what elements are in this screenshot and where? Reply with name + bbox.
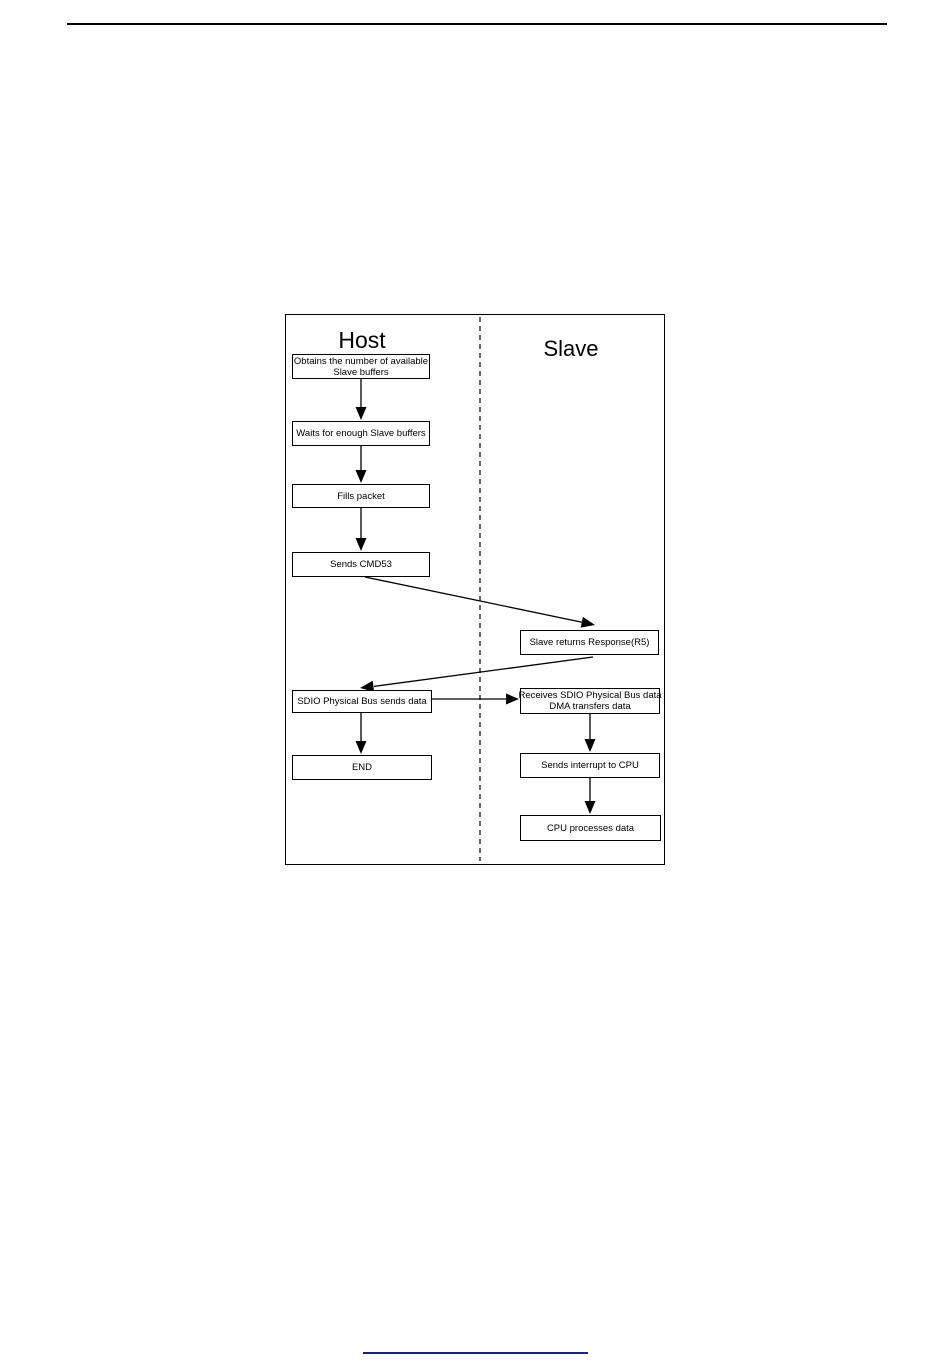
node-label-line: DMA transfers data: [549, 701, 631, 712]
node-label-line: END: [351, 762, 373, 773]
node-label-line: Sends interrupt to CPU: [541, 760, 639, 771]
node-label-line: SDIO Physical Bus sends data: [297, 696, 427, 707]
arrow-sdio-to-receives: [432, 693, 519, 705]
node-label-line: Fills packet: [337, 490, 385, 502]
node-slave-response: Slave returns Response(R5): [520, 630, 659, 655]
node-receives-data: Receives SDIO Physical Bus data DMA tran…: [518, 688, 662, 714]
arrow-cmd53-to-response: [364, 576, 595, 628]
node-label-line: Slave buffers: [333, 366, 389, 378]
flowchart-frame: Host Slave Obtains the number of availab…: [285, 314, 665, 865]
arrow-wait-to-fill: [355, 446, 367, 483]
node-label-line: Waits for enough Slave buffers: [296, 428, 426, 439]
arrow-receives-to-interrupt: [584, 714, 596, 752]
flowchart-connectors: [355, 317, 596, 861]
arrow-fill-to-cmd53: [355, 508, 367, 551]
node-send-cmd53: Sends CMD53: [292, 552, 430, 577]
node-interrupt-cpu: Sends interrupt to CPU: [520, 753, 660, 778]
lane-title-host: Host: [338, 327, 386, 353]
node-label-line: Receives SDIO Physical Bus data: [518, 690, 662, 701]
node-end: END: [292, 755, 432, 780]
node-label-line: CPU processes data: [546, 822, 635, 834]
node-fill-packet: Fills packet: [292, 484, 430, 508]
arrow-obtain-to-wait: [355, 379, 367, 420]
arrow-interrupt-to-cpu: [584, 778, 596, 814]
node-cpu-processes: CPU processes data: [520, 815, 661, 841]
node-wait-buffers: Waits for enough Slave buffers: [292, 421, 430, 446]
node-obtain-buffers: Obtains the number of available Slave bu…: [292, 354, 430, 379]
node-sdio-sends: SDIO Physical Bus sends data: [292, 690, 432, 713]
node-label-line: Obtains the number of available: [293, 355, 429, 367]
header-rule: [67, 23, 887, 26]
arrow-response-to-sdio: [360, 656, 594, 692]
lane-title-slave: Slave: [543, 336, 599, 361]
flowchart-canvas: Host Slave Obtains the number of availab…: [286, 315, 664, 864]
footnote-rule: [363, 1352, 588, 1354]
arrow-sdio-to-end: [355, 713, 367, 754]
node-label-line: Slave returns Response(R5): [529, 637, 650, 648]
node-label-line: Sends CMD53: [330, 559, 392, 570]
